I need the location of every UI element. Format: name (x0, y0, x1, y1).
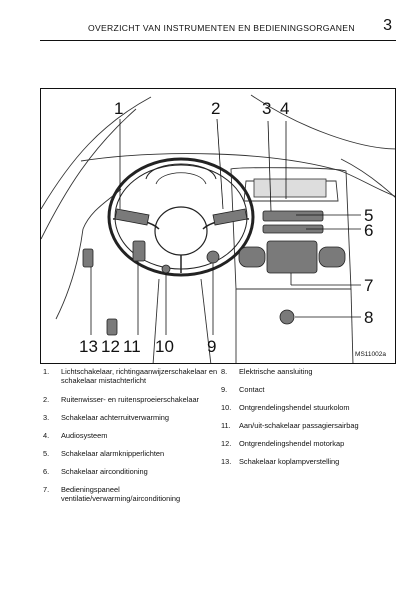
legend-item: 1. Lichtschakelaar, richtingaanwijzersch… (43, 367, 223, 385)
legend-item-text: Ruitenwisser- en ruitensproeierschakelaa… (61, 395, 200, 404)
legend-item: 7. Bedieningspaneel ventilatie/verwarmin… (43, 485, 223, 503)
legend-item-number: 8. (221, 367, 228, 376)
legend-item-number: 12. (221, 439, 232, 448)
legend-item-text: Schakelaar alarmknipperlichten (61, 449, 165, 458)
legend-item-number: 3. (43, 413, 50, 422)
callout-11: 11 (123, 337, 141, 356)
legend-item: 10. Ontgrendelingshendel stuurkolom (221, 403, 350, 412)
dashboard-illustration: 1 2 3 4 5 6 7 8 9 10 11 12 13 MS11002a (40, 88, 396, 364)
legend-item-text: Schakelaar airconditioning (61, 467, 148, 476)
callout-13: 13 (79, 337, 98, 356)
legend-item: 12. Ontgrendelingshendel motorkap (221, 439, 344, 448)
callout-12: 12 (101, 337, 120, 356)
legend-item-text: Contact (239, 385, 265, 394)
callout-5: 5 (364, 206, 374, 225)
legend-item-text: Schakelaar koplampverstelling (239, 457, 340, 466)
callout-4: 4 (280, 99, 290, 118)
legend-item-text: Audiosysteem (61, 431, 108, 440)
legend-item-number: 13. (221, 457, 232, 466)
legend-item-number: 5. (43, 449, 50, 458)
callout-9: 9 (207, 337, 217, 356)
legend-item-text: Elektrische aansluiting (239, 367, 313, 376)
page-number: 3 (383, 17, 392, 34)
page-header: OVERZICHT VAN INSTRUMENTEN EN BEDIENINGS… (40, 17, 396, 41)
legend-item: 13. Schakelaar koplampverstelling (221, 457, 339, 466)
figure-code: MS11002a (355, 351, 386, 358)
legend-item-number: 6. (43, 467, 50, 476)
callout-6: 6 (364, 221, 374, 240)
legend-item-text: Ontgrendelingshendel motorkap (239, 439, 345, 448)
dashboard-drawing (41, 94, 395, 363)
legend-item: 3. Schakelaar achterruitverwarming (43, 413, 169, 422)
callout-10: 10 (155, 337, 174, 356)
legend-item: 6. Schakelaar airconditioning (43, 467, 148, 476)
legend-item-text: Lichtschakelaar, richtingaanwijzerschake… (61, 367, 218, 385)
legend-item: 5. Schakelaar alarmknipperlichten (43, 449, 164, 458)
legend-item: 9. Contact (221, 385, 264, 394)
legend-item-number: 7. (43, 485, 50, 494)
legend-item-text: Bedieningspaneel ventilatie/verwarming/a… (61, 485, 181, 503)
legend-item-text: Schakelaar achterruitverwarming (61, 413, 170, 422)
callout-8: 8 (364, 308, 374, 327)
callout-3: 3 (262, 99, 272, 118)
callout-7: 7 (364, 276, 374, 295)
legend-item-number: 9. (221, 385, 228, 394)
legend-item-number: 10. (221, 403, 232, 412)
legend-item-number: 2. (43, 395, 50, 404)
legend-item-number: 1. (43, 367, 50, 376)
legend-item: 8. Elektrische aansluiting (221, 367, 313, 376)
callout-2: 2 (211, 99, 221, 118)
callout-1: 1 (114, 99, 124, 118)
legend-item: 11. Aan/uit-schakelaar passagiersairbag (221, 421, 359, 430)
section-title: OVERZICHT VAN INSTRUMENTEN EN BEDIENINGS… (88, 23, 355, 33)
legend-item-text: Aan/uit-schakelaar passagiersairbag (239, 421, 359, 430)
legend-item: 2. Ruitenwisser- en ruitensproeierschake… (43, 395, 199, 404)
legend-item-number: 11. (221, 421, 231, 430)
legend-item-text: Ontgrendelingshendel stuurkolom (239, 403, 350, 412)
legend-item: 4. Audiosysteem (43, 431, 107, 440)
legend-item-number: 4. (43, 431, 50, 440)
